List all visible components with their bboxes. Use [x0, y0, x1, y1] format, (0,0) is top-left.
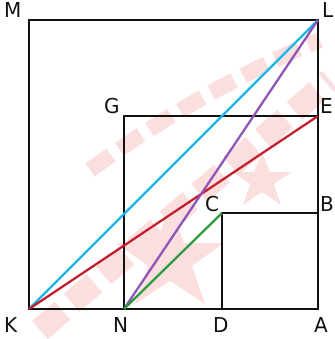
label-M: M [4, 0, 21, 22]
segment-NL [123, 19, 319, 310]
label-K: K [4, 313, 18, 337]
label-N: N [113, 313, 128, 337]
label-G: G [104, 94, 120, 118]
watermark [32, 32, 335, 339]
label-D: D [213, 313, 228, 337]
segment-KE [28, 115, 319, 310]
label-B: B [320, 192, 334, 216]
watermark-star-icon [232, 152, 292, 205]
segment-NC [123, 212, 223, 310]
label-A: A [314, 313, 328, 337]
label-C: C [205, 192, 219, 216]
label-E: E [320, 94, 333, 118]
watermark-swoosh [85, 32, 324, 177]
square-CBAD [221, 212, 319, 310]
watermark-star-icon [116, 205, 224, 304]
label-L: L [322, 0, 334, 22]
segment-KL [28, 19, 319, 310]
